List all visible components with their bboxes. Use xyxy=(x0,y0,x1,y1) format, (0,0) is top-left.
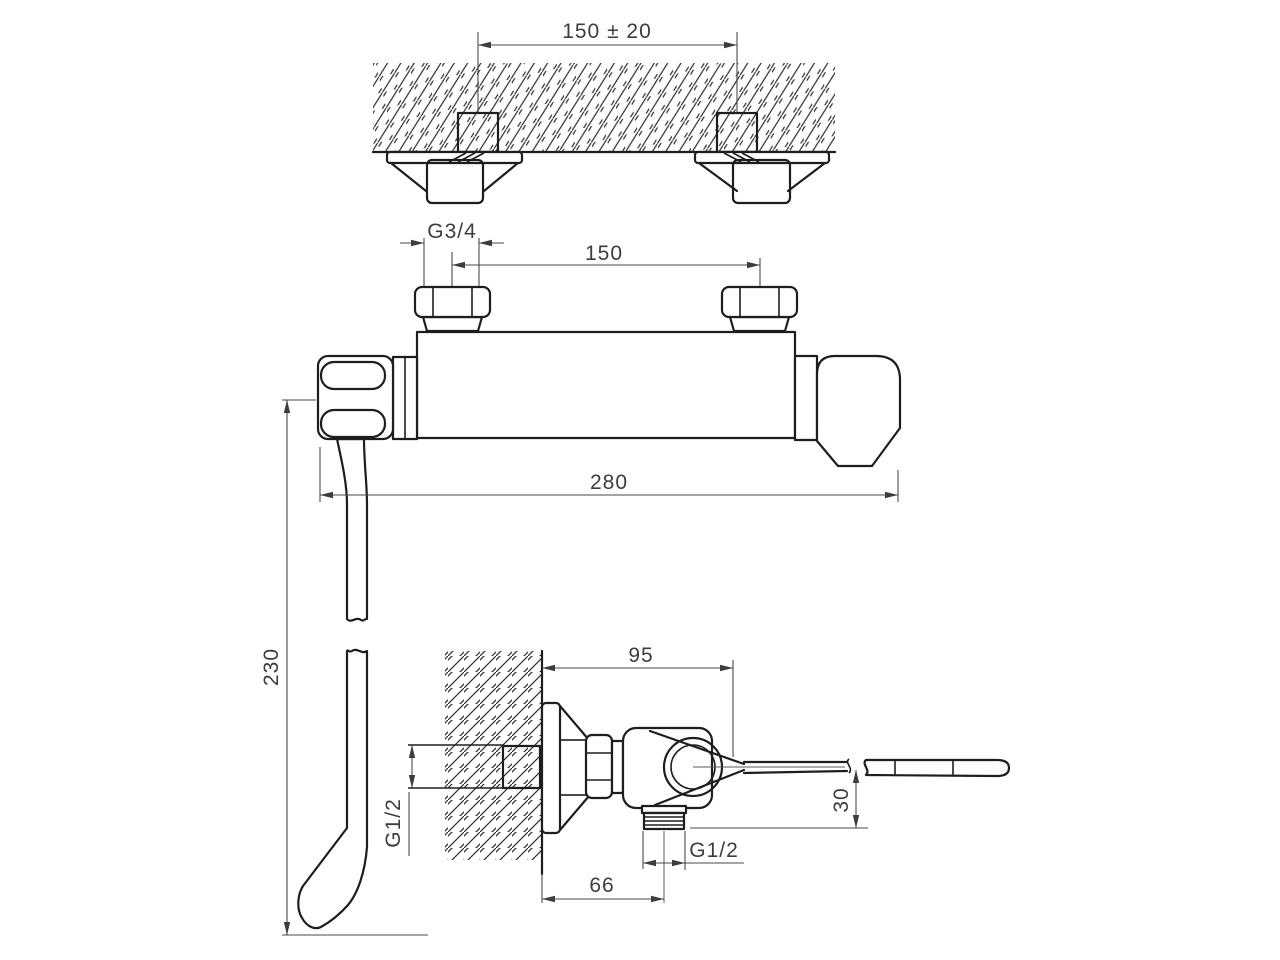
nut-collar xyxy=(728,315,791,333)
nut-collar xyxy=(421,315,484,333)
handle-lever-end-segment xyxy=(863,758,1011,778)
dim-label-wall-to-outlet: 66 xyxy=(589,874,614,897)
union-hex-nut xyxy=(584,733,614,800)
knob-collar xyxy=(793,354,819,442)
escutcheon-cone-edge xyxy=(389,161,428,193)
eccentric-union-left xyxy=(385,111,524,205)
hex-nut xyxy=(720,285,799,319)
dim-label-inlet-thread: G3/4 xyxy=(427,220,477,243)
escutcheon-cone-edge xyxy=(558,704,591,742)
side-view-valve: 95 G1/2 30 G1/2 66 xyxy=(382,644,1011,903)
escutcheon-plate-left xyxy=(385,150,524,165)
dim-label-center-distance-tolerance: 150 ± 20 xyxy=(562,20,652,43)
dim-inlet-center-distance: 150 xyxy=(451,242,761,286)
dim-label-wall-to-handle: 95 xyxy=(628,644,653,667)
escutcheon-cone-edge xyxy=(697,161,739,193)
inlet-nut-right xyxy=(720,285,799,333)
dim-center-distance-tolerance: 150 ± 20 xyxy=(477,20,738,112)
dim-label-outlet-thread: G1/2 xyxy=(689,839,739,862)
diverter-button-bottom xyxy=(319,408,387,439)
control-knob xyxy=(815,354,902,468)
dim-label-inlet-thread-side: G1/2 xyxy=(382,798,405,848)
outlet-thread-right xyxy=(731,158,792,205)
wall-hatch xyxy=(445,651,542,860)
outlet-thread-left xyxy=(425,158,485,205)
diverter-button-top xyxy=(319,360,387,391)
dim-label-outlet-drop: 30 xyxy=(830,787,853,812)
break-line xyxy=(846,758,852,774)
union-thread xyxy=(557,739,587,796)
hand-shower-tube-upper xyxy=(335,437,369,622)
eccentric-union-right xyxy=(693,111,831,205)
front-view-mixer: G3/4 150 280 230 xyxy=(260,220,902,936)
escutcheon-cone-edge xyxy=(786,161,827,193)
dim-outlet-thread: G1/2 xyxy=(642,831,744,870)
inlet-nut-left xyxy=(413,285,492,333)
supply-pipe-thread xyxy=(501,744,542,790)
dim-label-overall-height: 230 xyxy=(260,648,283,686)
escutcheon-plate-right xyxy=(693,150,831,165)
hand-shower-tube-lower xyxy=(297,648,369,930)
hex-nut xyxy=(413,285,492,319)
dim-label-overall-width: 280 xyxy=(590,471,628,494)
connector-sleeve xyxy=(610,739,625,795)
dim-overall-width: 280 xyxy=(319,447,899,502)
dim-label-inlet-center-distance: 150 xyxy=(585,242,623,265)
escutcheon-cone-edge xyxy=(558,794,591,832)
valve-chamfer-edge xyxy=(648,729,746,766)
escutcheon-cone-edge xyxy=(482,161,520,193)
dim-inlet-thread: G3/4 xyxy=(400,220,504,286)
dim-overall-height: 230 xyxy=(260,399,428,936)
dim-inlet-thread-side: G1/2 xyxy=(382,745,416,856)
handle-lever-bottom-edge xyxy=(742,769,849,775)
dim-wall-to-handle: 95 xyxy=(542,644,734,757)
top-view-wall-section: 150 ± 20 xyxy=(371,20,837,205)
escutcheon-flange xyxy=(540,701,562,835)
dim-wall-to-outlet: 66 xyxy=(542,874,664,903)
mixer-body xyxy=(415,330,797,440)
wall-hatch xyxy=(373,63,835,152)
dim-outlet-drop: 30 xyxy=(690,770,868,829)
